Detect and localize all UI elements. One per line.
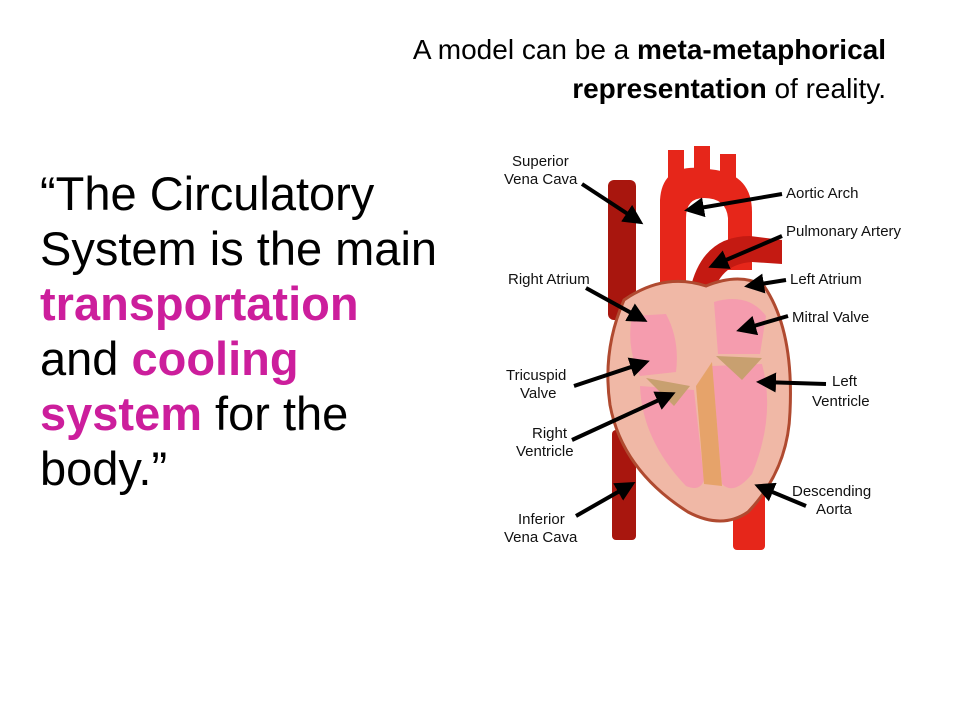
quote-open: “The Circulatory System is the main bbox=[40, 167, 438, 275]
arrow-tricuspid-valve bbox=[573, 357, 650, 388]
aortic-branch-2 bbox=[694, 146, 710, 180]
label-right-ventricle-1: Right bbox=[532, 425, 568, 442]
septum-shape bbox=[696, 362, 722, 486]
label-tricuspid-valve-2: Valve bbox=[520, 385, 556, 402]
arrow-descending-aorta bbox=[754, 482, 807, 508]
label-aortic-arch: Aortic Arch bbox=[786, 185, 859, 202]
quote-close: for the body.” bbox=[40, 387, 349, 495]
label-descending-aorta-1: Descending bbox=[792, 483, 871, 500]
arrow-superior-vena-cava bbox=[580, 182, 644, 225]
label-left-ventricle-2: Ventricle bbox=[812, 393, 870, 410]
arrow-inferior-vena-cava bbox=[575, 482, 636, 518]
arrow-mitral-valve bbox=[736, 314, 789, 336]
heart-diagram: Superior Vena Cava Right Atrium Tricuspi… bbox=[490, 140, 920, 560]
aortic-branch-1 bbox=[668, 150, 684, 184]
label-pulmonary-artery: Pulmonary Artery bbox=[786, 223, 902, 240]
label-inferior-vena-cava-1: Inferior bbox=[518, 511, 565, 528]
label-right-ventricle-2: Ventricle bbox=[516, 443, 574, 460]
right-ventricle-chamber bbox=[640, 386, 704, 488]
heart-diagram-svg: Superior Vena Cava Right Atrium Tricuspi… bbox=[504, 146, 902, 550]
mitral-valve-shape bbox=[716, 356, 762, 380]
quote-mid: and bbox=[40, 332, 132, 385]
arrow-right-ventricle bbox=[571, 391, 676, 442]
label-inferior-vena-cava-2: Vena Cava bbox=[504, 529, 578, 546]
quote-text: “The Circulatory System is the main tran… bbox=[40, 166, 440, 496]
label-left-atrium: Left Atrium bbox=[790, 271, 862, 288]
quote-highlight-cooling: cooling bbox=[131, 332, 299, 385]
label-tricuspid-valve-1: Tricuspid bbox=[506, 367, 566, 384]
label-mitral-valve: Mitral Valve bbox=[792, 309, 869, 326]
arrow-aortic-arch bbox=[684, 192, 783, 218]
arrow-right-atrium bbox=[585, 286, 648, 322]
label-left-ventricle-1: Left bbox=[832, 373, 858, 390]
arrow-left-atrium bbox=[744, 273, 787, 294]
label-right-atrium: Right Atrium bbox=[508, 271, 590, 288]
quote-highlight-transportation: transportation bbox=[40, 277, 359, 330]
slide-subtitle: A model can be a meta-metaphorical repre… bbox=[186, 30, 886, 108]
label-descending-aorta-2: Aorta bbox=[816, 501, 853, 518]
quote-highlight-system: system bbox=[40, 387, 202, 440]
subtitle-bold-2: representation bbox=[572, 73, 767, 104]
left-ventricle-chamber bbox=[712, 364, 768, 489]
subtitle-bold-1: meta-metaphorical bbox=[637, 34, 886, 65]
arrow-pulmonary-artery bbox=[708, 234, 783, 269]
subtitle-text-1: A model can be a bbox=[412, 34, 638, 65]
label-superior-vena-cava-2: Vena Cava bbox=[504, 171, 578, 188]
label-superior-vena-cava-1: Superior bbox=[512, 153, 569, 170]
subtitle-text-2: of reality. bbox=[766, 73, 886, 104]
aortic-branch-3 bbox=[720, 154, 736, 184]
arrow-left-ventricle bbox=[756, 372, 827, 393]
